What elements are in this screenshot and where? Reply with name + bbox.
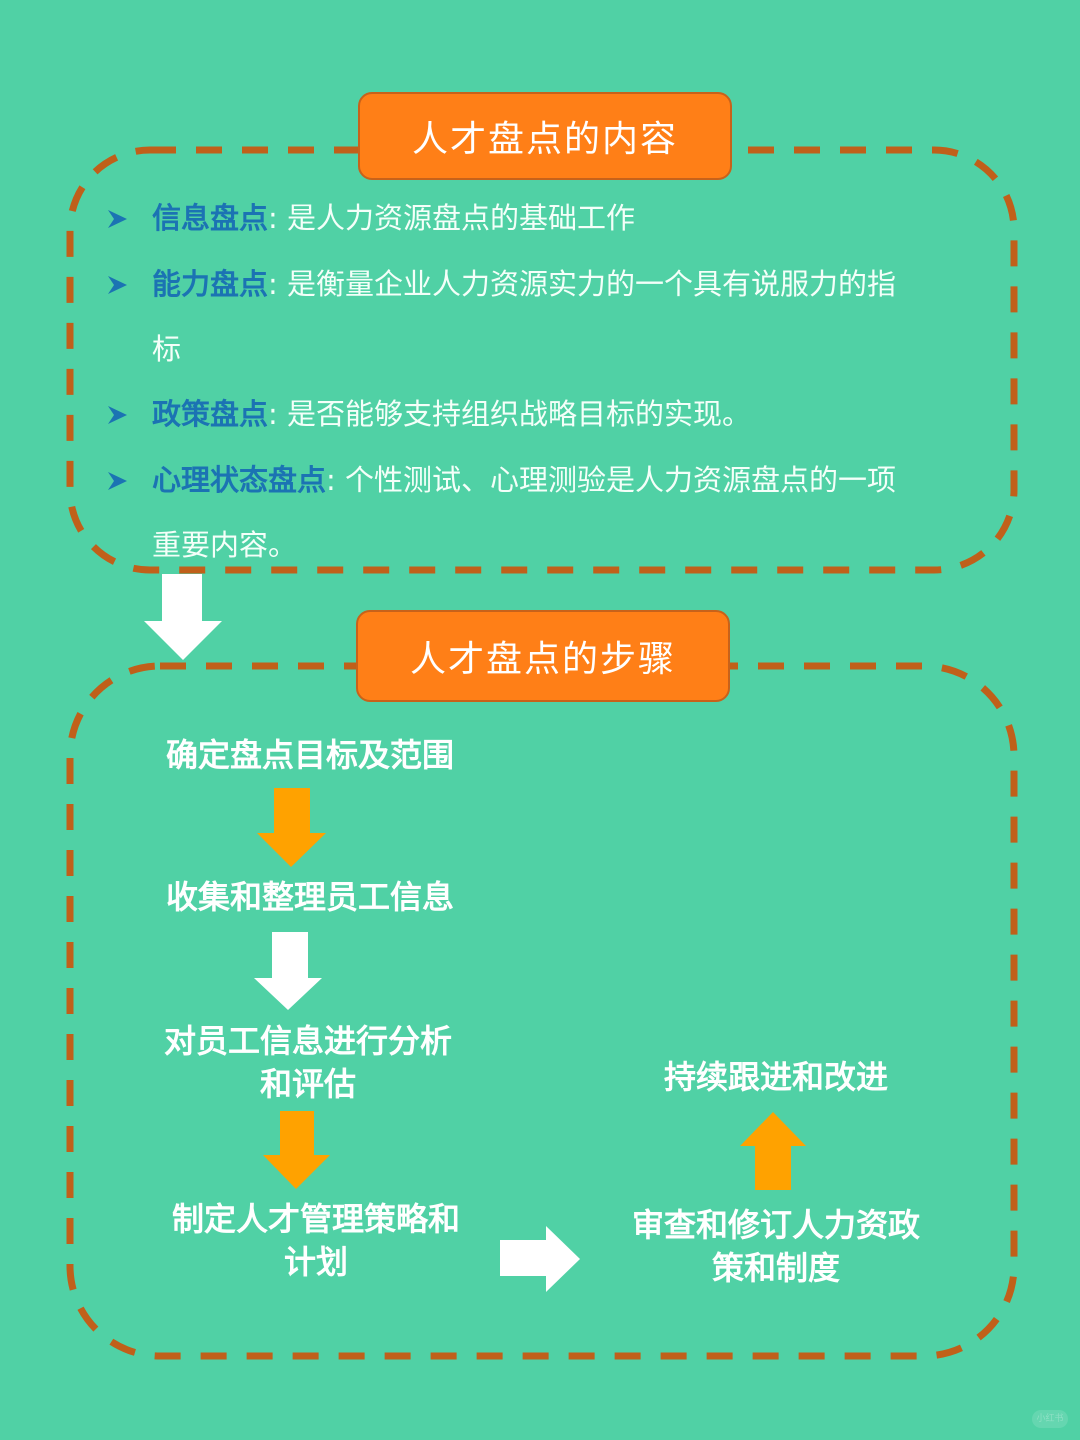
step-label: 确定盘点目标及范围: [165, 736, 454, 774]
item-separator: :: [268, 397, 278, 431]
step-3: 对员工信息进行分析 和评估: [128, 1020, 488, 1106]
content-item-psychology: 心理状态盘点: 个性测试、心理测验是人力资源盘点的一项 重要内容。: [106, 448, 986, 578]
item-text: 是否能够支持组织战略目标的实现。: [287, 397, 752, 431]
item-text: 是衡量企业人力资源实力的一个具有说服力的指: [287, 267, 897, 301]
item-keyword: 能力盘点: [152, 267, 269, 301]
step-2: 收集和整理员工信息: [130, 876, 490, 919]
chevron-arrow-icon: [106, 186, 152, 251]
watermark-text: 小红书: [1036, 1414, 1064, 1424]
step-1: 确定盘点目标及范围: [130, 734, 490, 777]
item-keyword: 心理状态盘点: [152, 463, 327, 497]
content-item-policy: 政策盘点: 是否能够支持组织战略目标的实现。: [106, 382, 986, 447]
steps-section-title-text: 人才盘点的步骤: [409, 639, 676, 680]
chevron-arrow-icon: [106, 382, 152, 447]
content-section-title-text: 人才盘点的内容: [411, 119, 678, 160]
step-label: 持续跟进和改进: [663, 1058, 888, 1096]
steps-section-title: 人才盘点的步骤: [356, 610, 730, 702]
item-separator: :: [326, 463, 336, 497]
orange-down-arrow-icon: [263, 1111, 330, 1189]
item-text: 是人力资源盘点的基础工作: [287, 201, 636, 235]
step-5: 审查和修订人力资政 策和制度: [596, 1204, 956, 1290]
chevron-arrow-icon: [106, 252, 152, 317]
item-separator: :: [268, 267, 278, 301]
step-6: 持续跟进和改进: [596, 1056, 956, 1099]
watermark: 小红书: [1032, 1410, 1068, 1428]
step-label-line2: 计划: [283, 1243, 348, 1281]
step-label-line1: 审查和修订人力资政: [631, 1206, 920, 1244]
step-4: 制定人才管理策略和 计划: [136, 1198, 496, 1284]
step-label-line1: 对员工信息进行分析: [163, 1022, 452, 1060]
content-item-info: 信息盘点: 是人力资源盘点的基础工作: [106, 186, 986, 251]
item-text: 个性测试、心理测验是人力资源盘点的一项: [345, 463, 897, 497]
step-label: 收集和整理员工信息: [165, 878, 454, 916]
item-keyword: 信息盘点: [152, 201, 269, 235]
item-separator: :: [268, 201, 278, 235]
step-label-line2: 和评估: [259, 1065, 356, 1103]
content-section-title: 人才盘点的内容: [358, 92, 732, 180]
white-down-arrow-icon: [254, 932, 322, 1010]
orange-up-arrow-icon: [740, 1112, 806, 1190]
chevron-arrow-icon: [106, 448, 152, 513]
step-label-line2: 策和制度: [711, 1249, 840, 1287]
item-text-continuation: 标: [152, 332, 182, 366]
content-item-ability: 能力盘点: 是衡量企业人力资源实力的一个具有说服力的指 标: [106, 252, 986, 382]
connector-down-arrow-icon: [144, 574, 222, 660]
item-text-continuation: 重要内容。: [152, 528, 298, 562]
orange-down-arrow-icon: [257, 788, 326, 867]
item-keyword: 政策盘点: [152, 397, 269, 431]
step-label-line1: 制定人才管理策略和: [171, 1200, 460, 1238]
white-right-arrow-icon: [500, 1226, 580, 1292]
